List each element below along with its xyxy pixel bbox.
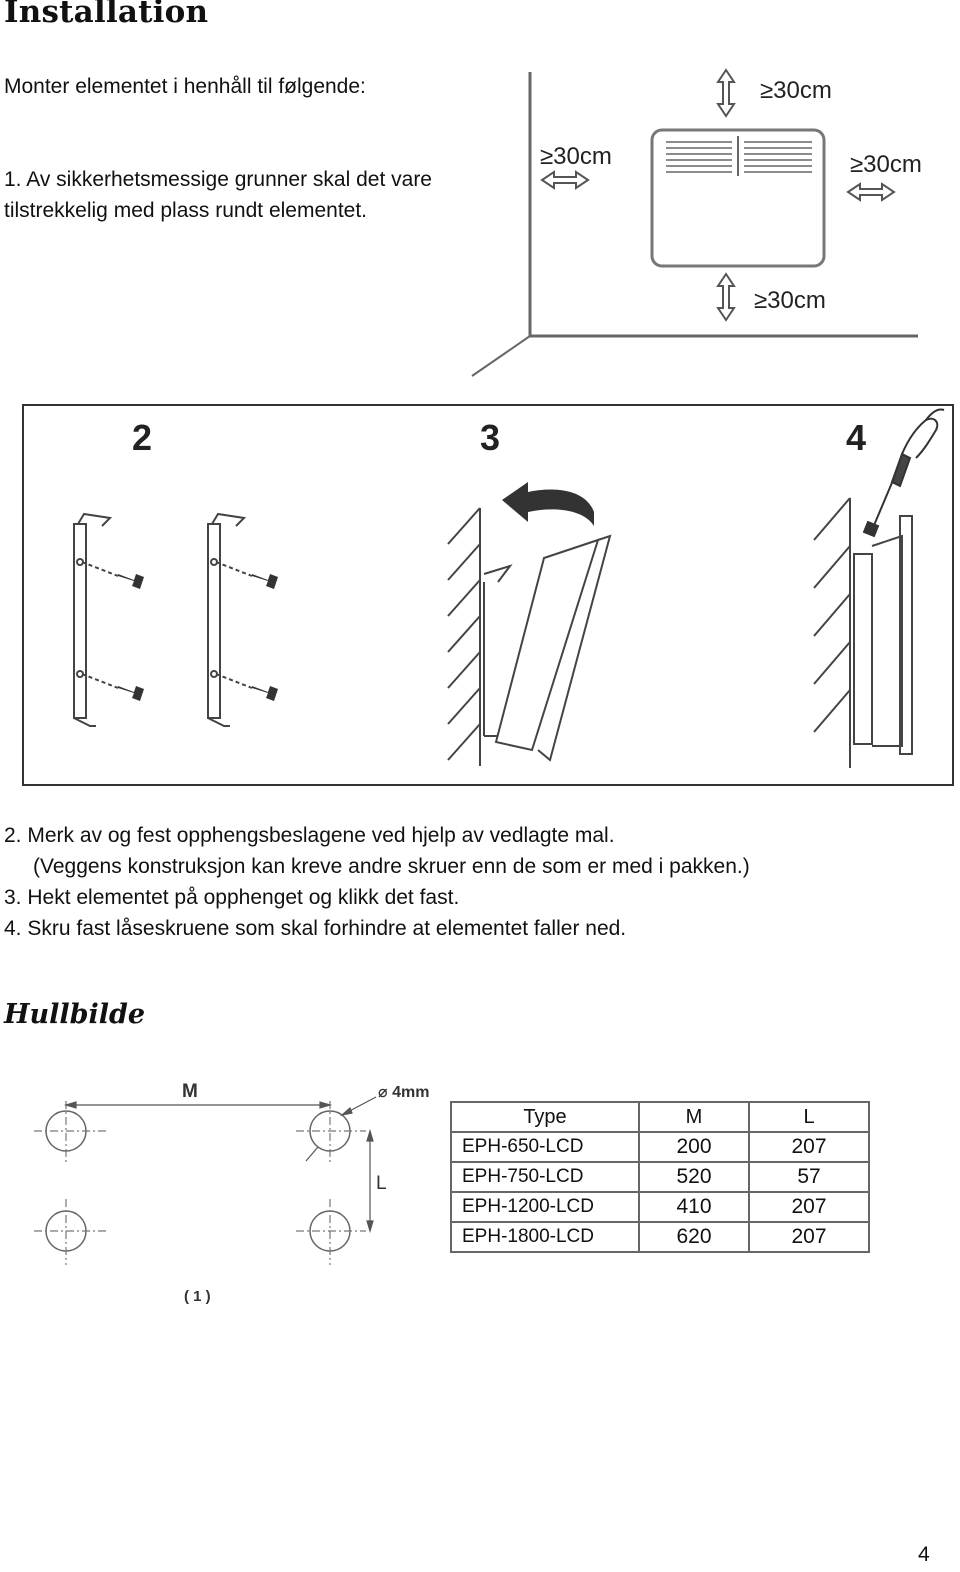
page-heading: Installation (4, 0, 209, 30)
cell-type: EPH-750-LCD (450, 1161, 640, 1193)
hole-icon (45, 1110, 351, 1252)
step-1-text: 1. Av sikkerhetsmessige grunner skal det… (4, 168, 432, 222)
mounting-bracket-icon (207, 512, 253, 727)
cell-m: 200 (638, 1131, 750, 1163)
heater-mounted-icon (853, 515, 913, 755)
mounting-steps-figure: 2 3 4 (22, 404, 954, 786)
cell-type: EPH-1800-LCD (450, 1221, 640, 1253)
column-header-m: M (638, 1101, 750, 1133)
cell-m: 520 (638, 1161, 750, 1193)
wall-hatching-icon (813, 497, 851, 768)
step-3-text: 3. Hekt elementet på opphenget og klikk … (4, 886, 460, 909)
clearance-right-label: ≥30cm (850, 151, 922, 178)
cell-l: 207 (748, 1221, 870, 1253)
figure-number-4: 4 (846, 417, 866, 458)
intro-text: Monter elementet i henhåll til følgende: (4, 75, 366, 98)
cell-l: 57 (748, 1161, 870, 1193)
dimension-l-label: L (376, 1173, 387, 1194)
cell-l: 207 (748, 1191, 870, 1223)
table-row: EPH-1200-LCD 410 207 (450, 1191, 870, 1223)
table-row: EPH-750-LCD 520 57 (450, 1161, 870, 1193)
hole-diameter-label: ⌀ 4mm (378, 1084, 429, 1101)
heater-side-icon (483, 534, 612, 762)
cell-m: 410 (638, 1191, 750, 1223)
clearance-top-label: ≥30cm (760, 77, 832, 104)
section-heading-hullbilde: Hullbilde (4, 999, 146, 1030)
figure-label: ( 1 ) (184, 1288, 211, 1305)
dimension-m-label: M (182, 1081, 198, 1102)
cell-type: EPH-1200-LCD (450, 1191, 640, 1223)
step-2-text: 2. Merk av og fest opphengsbeslagene ved… (4, 824, 615, 847)
dimension-table: Type M L EPH-650-LCD 200 207 EPH-750-LCD… (450, 1101, 870, 1253)
vertical-arrow-top-icon (716, 68, 736, 118)
table-header-row: Type M L (450, 1101, 870, 1133)
table-row: EPH-1800-LCD 620 207 (450, 1221, 870, 1253)
clearance-bottom-label: ≥30cm (754, 287, 826, 314)
cell-type: EPH-650-LCD (450, 1131, 640, 1163)
mounting-bracket-icon (73, 512, 119, 727)
screwdriver-icon (862, 408, 945, 538)
figure-number-3: 3 (480, 417, 500, 458)
clearance-diagram: ≥30cm ≥30cm ≥30cm ≥30cm (471, 68, 922, 377)
heater-front-icon (650, 128, 826, 268)
wall-hatching-icon (447, 507, 481, 766)
column-header-l: L (748, 1101, 870, 1133)
clearance-left-label: ≥30cm (540, 143, 612, 170)
cell-l: 207 (748, 1131, 870, 1163)
page-number: 4 (918, 1543, 930, 1566)
cell-m: 620 (638, 1221, 750, 1253)
horizontal-arrow-right-icon (846, 182, 896, 202)
horizontal-arrow-left-icon (540, 170, 590, 190)
screw-icon (118, 574, 278, 701)
step-4-text: 4. Skru fast låseskruene som skal forhin… (4, 917, 627, 940)
table-row: EPH-650-LCD 200 207 (450, 1131, 870, 1163)
hole-pattern-diagram: M L ⌀ 4mm ( 1 ) (34, 1081, 429, 1305)
step-2-note: (Veggens konstruksjon kan kreve andre sk… (33, 855, 750, 878)
column-header-type: Type (450, 1101, 640, 1133)
figure-number-2: 2 (132, 417, 152, 458)
vertical-arrow-bottom-icon (716, 272, 736, 322)
rotate-arrow-icon (502, 482, 594, 526)
step-list: 2. Merk av og fest opphengsbeslagene ved… (4, 820, 750, 944)
